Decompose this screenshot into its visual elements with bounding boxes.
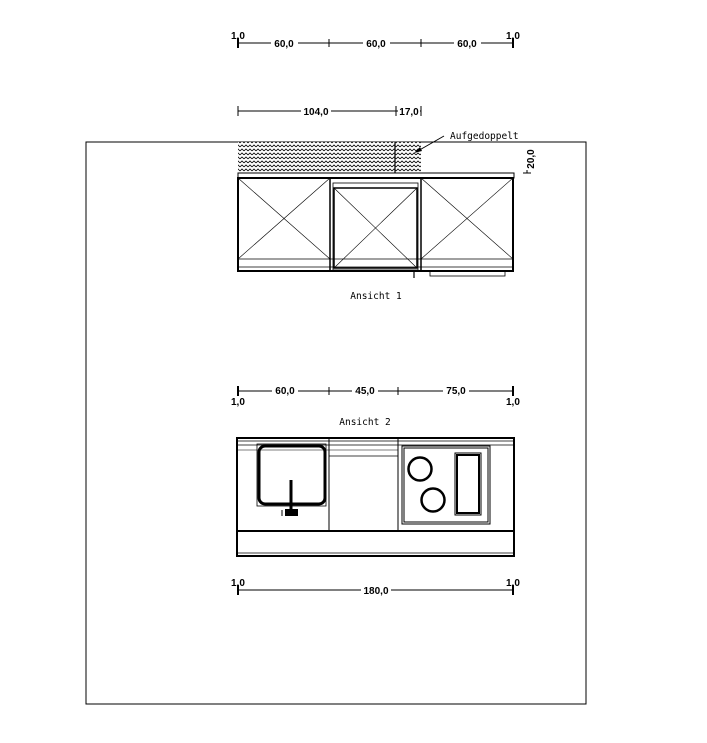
dim-label: 1,0 (506, 31, 520, 42)
dim-label: 20,0 (526, 149, 537, 169)
view2-title: Ansicht 2 (339, 417, 390, 428)
dim-label: 60,0 (457, 39, 477, 50)
view1-title: Ansicht 1 (350, 291, 402, 302)
annotation-label: Aufgedoppelt (450, 131, 519, 142)
burner-icon (420, 487, 446, 513)
view2-counter-plan (236, 437, 515, 557)
control-panel (454, 452, 482, 516)
dim-label: 60,0 (275, 386, 295, 397)
view2-dimension-top: 60,0 45,0 75,0 1,0 1,0 (231, 385, 520, 408)
dim-label: 1,0 (231, 397, 245, 408)
wall-panel-hatched (238, 142, 421, 173)
drawing-frame (85, 141, 587, 705)
view2-dimension-bottom: 180,0 1,0 1,0 (231, 578, 520, 597)
dim-label: 180,0 (363, 586, 388, 597)
view1-dimension-top: 1,0 60,0 60,0 60,0 1,0 (231, 31, 520, 50)
dim-label: 1,0 (231, 31, 245, 42)
view1-cabinets (237, 172, 515, 278)
dim-label: 104,0 (303, 107, 328, 118)
view1-dimension-height: 20,0 (523, 148, 537, 174)
dim-label: 60,0 (274, 39, 294, 50)
burner-icon (407, 456, 433, 482)
view1-dimension-wall: 104,0 17,0 (237, 105, 422, 118)
cooktop (401, 445, 491, 525)
dim-label: 45,0 (355, 386, 375, 397)
dim-label: 1,0 (231, 578, 245, 589)
dim-label: 17,0 (399, 107, 419, 118)
dim-label: 60,0 (366, 39, 386, 50)
annotation-arrow (414, 135, 445, 153)
dim-label: 1,0 (506, 578, 520, 589)
dim-label: 75,0 (446, 386, 466, 397)
faucet-icon (281, 480, 298, 516)
dim-label: 1,0 (506, 397, 520, 408)
